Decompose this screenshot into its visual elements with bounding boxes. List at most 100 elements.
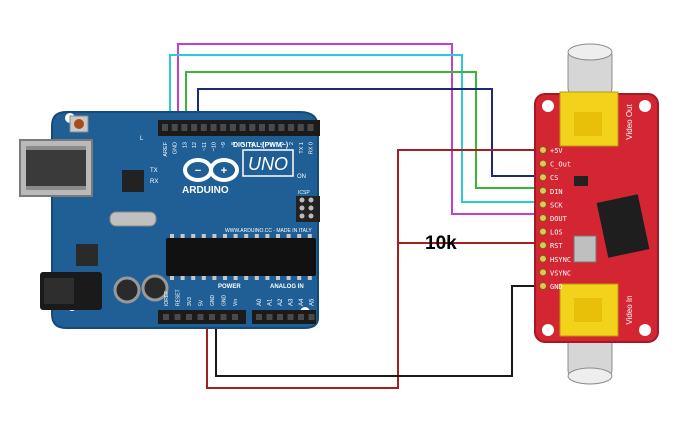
- power-pin-label: RESET: [176, 289, 182, 306]
- top-pin-label: ~9: [221, 142, 227, 148]
- chip-leg: [191, 234, 196, 238]
- chip-leg: [254, 276, 259, 280]
- chip-leg: [223, 276, 227, 280]
- label-rx: RX: [150, 179, 158, 185]
- module-pin-label: RST: [550, 242, 563, 250]
- header-hole: [268, 124, 275, 131]
- power-pin-label: 5V: [199, 299, 205, 306]
- website-label: WWW.ARDUINO.CC - MADE IN ITALY: [225, 228, 312, 234]
- wire-d13-dout: [177, 43, 535, 215]
- power-pin-label: IOREF: [164, 291, 170, 306]
- header-hole: [287, 314, 294, 320]
- analog-label: ANALOG IN: [270, 284, 304, 290]
- capacitor: [141, 274, 169, 302]
- header-hole: [197, 314, 204, 320]
- arduino-model: UNO: [248, 154, 288, 174]
- module-pin-label: CS: [550, 174, 558, 182]
- chip-leg: [297, 276, 302, 280]
- top-pin-label: ~10: [212, 142, 218, 151]
- header-hole: [298, 314, 304, 320]
- header-hole: [239, 124, 246, 131]
- label-on: ON: [297, 174, 306, 180]
- power-label: POWER: [218, 284, 241, 290]
- module-pin-label: +5V: [550, 147, 563, 155]
- header-hole: [266, 314, 273, 320]
- analog-pin-label: A3: [289, 298, 295, 306]
- icsp-pin: [308, 205, 314, 211]
- header-hole: [220, 314, 227, 320]
- top-pin-label: AREF: [163, 141, 169, 156]
- header-hole: [186, 314, 192, 320]
- module-pin-label: GND: [550, 283, 563, 291]
- chip-leg: [265, 234, 270, 238]
- top-pin-label: ~3: [279, 142, 285, 148]
- chip-leg: [297, 234, 302, 238]
- module-pin-label: C_Out: [550, 161, 571, 169]
- top-pin-label: 7: [241, 142, 247, 145]
- wire-5v: [206, 149, 535, 389]
- top-pin-label: 12: [192, 142, 198, 148]
- header-hole: [200, 124, 207, 131]
- header-hole: [249, 124, 256, 131]
- chip-leg: [170, 276, 174, 280]
- chip-leg: [223, 234, 227, 238]
- top-pin-label: ~11: [202, 142, 208, 151]
- analog-pin-label: A4: [299, 298, 305, 306]
- label-l: L: [140, 136, 144, 142]
- chip-leg: [254, 234, 259, 238]
- capacitor: [113, 276, 141, 304]
- header-hole: [259, 124, 265, 131]
- chip-leg: [265, 276, 270, 280]
- svg-text:+: +: [221, 165, 227, 177]
- digital-label: DIGITAL (PWM~): [233, 142, 288, 149]
- chip-leg: [244, 234, 249, 238]
- crystal: [109, 211, 157, 227]
- header-hole: [191, 124, 198, 131]
- power-pin-label: GND: [210, 295, 216, 307]
- chip-leg: [170, 234, 174, 238]
- label-icsp: ICSP: [298, 190, 310, 196]
- header-hole: [277, 314, 283, 320]
- chip-leg: [286, 234, 291, 238]
- chip-leg: [307, 276, 312, 280]
- header-hole: [229, 124, 236, 131]
- top-pin-label: GND: [173, 142, 179, 154]
- wire-gnd: [215, 285, 535, 377]
- chip-leg: [180, 276, 185, 280]
- arduino-logo: [183, 158, 239, 182]
- power-pin-label: Vin: [233, 299, 239, 306]
- wire-d10-cs: [197, 88, 535, 177]
- power-pin-label: 3V3: [187, 297, 193, 306]
- top-pin-label: ~5: [260, 142, 266, 148]
- chip-leg: [307, 234, 312, 238]
- icsp-pin: [308, 197, 314, 203]
- header-hole: [308, 314, 315, 320]
- svg-text:−: −: [195, 165, 201, 177]
- module-pin-hole: [539, 159, 547, 168]
- icsp-pin: [308, 213, 314, 219]
- atmega-chip: [166, 238, 316, 276]
- module-pin-hole: [539, 241, 547, 250]
- max7456-chip: [596, 194, 650, 258]
- header-hole: [307, 124, 314, 131]
- module-pin-hole: [539, 173, 547, 182]
- header-hole: [162, 124, 168, 131]
- analog-pin-label: A1: [268, 298, 274, 306]
- analog-header: [252, 310, 316, 324]
- top-pin-label: ~6: [250, 142, 256, 148]
- module-pin-label: DIN: [550, 188, 563, 196]
- header-hole: [209, 314, 215, 320]
- module-pin-hole: [539, 227, 547, 236]
- chip-leg: [201, 234, 206, 238]
- arduino-board: − + ARDUINO UNO DIGITAL (PWM~) WWW.ARDUI…: [19, 111, 320, 329]
- icsp-pin: [299, 197, 305, 203]
- usb-chip: [122, 170, 144, 192]
- top-pin-label: 4: [270, 142, 276, 145]
- chip-leg: [276, 234, 280, 238]
- header-hole: [297, 124, 304, 131]
- header-hole: [256, 314, 262, 320]
- top-pin-label: 13: [182, 142, 188, 148]
- chip-leg: [233, 276, 238, 280]
- chip-leg: [276, 276, 280, 280]
